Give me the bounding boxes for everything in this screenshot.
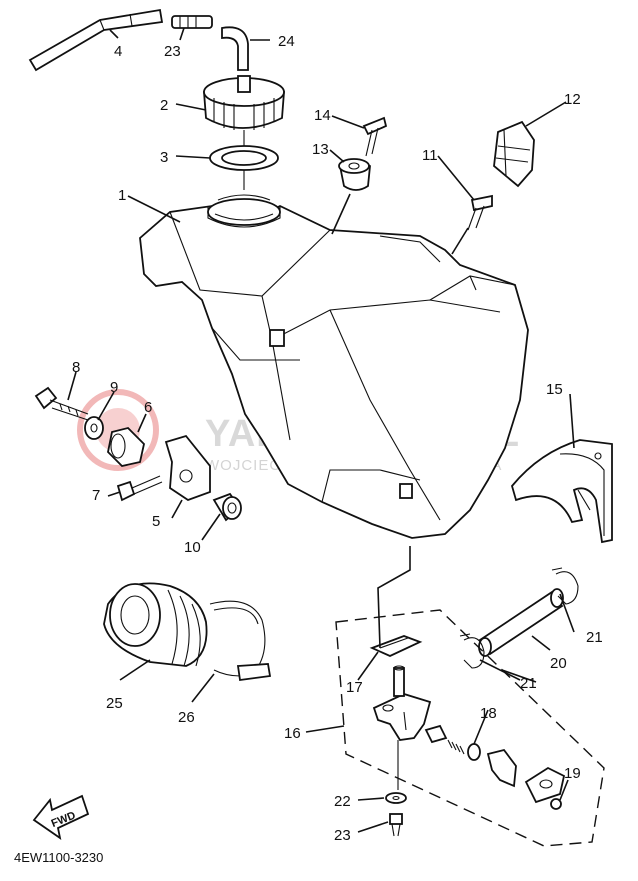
callout-1: 1 <box>118 187 126 204</box>
part-screw-23 <box>389 813 403 837</box>
part-band-27 <box>209 600 272 682</box>
leader-lines <box>67 27 575 833</box>
part-bolt-8 <box>34 386 89 421</box>
callout-15: 15 <box>546 381 563 398</box>
part-lever <box>486 748 517 788</box>
part-bracket-15 <box>511 439 613 544</box>
part-plunger-18 <box>424 724 481 761</box>
fwd-arrow: FWD <box>32 794 90 841</box>
part-damper-6 <box>107 427 145 467</box>
part-bracket-5 <box>164 434 211 502</box>
part-bolt-7 <box>116 475 163 502</box>
part-screw-11 <box>467 194 493 231</box>
callout-21-upper: 21 <box>586 629 603 646</box>
part-breather-hose <box>28 8 164 72</box>
part-grommet-26 <box>103 582 208 667</box>
part-fuel-cock <box>372 665 432 741</box>
part-clip-21-upper <box>551 567 579 605</box>
callout-2: 2 <box>160 97 168 114</box>
callout-14: 14 <box>314 107 331 124</box>
part-fitting <box>171 15 213 29</box>
callout-17: 17 <box>346 679 363 696</box>
callout-23: 23 <box>334 827 351 844</box>
part-hose-20 <box>478 588 564 657</box>
callout-16: 16 <box>284 725 301 742</box>
callout-22: 22 <box>334 793 351 810</box>
callout-19: 19 <box>564 765 581 782</box>
callout-8: 8 <box>72 359 80 376</box>
watermark-logo-icon <box>77 389 159 471</box>
fuel-cock-assembly-box <box>335 609 605 847</box>
part-bent-pipe <box>221 26 249 71</box>
part-clip <box>493 120 535 188</box>
part-fuel-cap <box>203 75 285 130</box>
callout-5: 5 <box>152 513 160 530</box>
callout-26: 25 <box>106 695 123 712</box>
callout-13: 13 <box>312 141 329 158</box>
callout-20: 20 <box>550 655 567 672</box>
callout-11: 11 <box>422 147 438 164</box>
fwd-arrow-icon <box>32 794 90 841</box>
callout-3: 3 <box>160 149 168 166</box>
callout-4: 4 <box>114 43 122 60</box>
part-fuel-tank <box>139 194 529 539</box>
callout-9: 9 <box>110 379 118 396</box>
diagram-code: 4EW1100-3230 <box>14 850 103 865</box>
callout-6: 6 <box>144 399 152 416</box>
part-plate-19 <box>524 766 566 810</box>
part-gasket <box>209 145 279 171</box>
callout-7: 7 <box>92 487 100 504</box>
part-washer-9 <box>84 416 104 440</box>
callout-25: 24 <box>278 33 295 50</box>
callout-10: 10 <box>184 539 201 556</box>
callout-27: 26 <box>178 709 195 726</box>
callout-21-lower: 21 <box>520 675 537 692</box>
part-screw-14 <box>362 116 388 157</box>
part-washer-22 <box>385 792 407 804</box>
part-collar-10 <box>212 492 242 522</box>
callout-24: 23 <box>164 43 181 60</box>
callouts: 4 23 24 2 3 1 14 13 11 12 15 8 9 6 7 5 1… <box>72 33 603 844</box>
callout-18: 18 <box>480 705 497 722</box>
callout-12: 12 <box>564 91 581 108</box>
part-damper <box>338 158 371 191</box>
part-filter-17 <box>369 635 423 657</box>
